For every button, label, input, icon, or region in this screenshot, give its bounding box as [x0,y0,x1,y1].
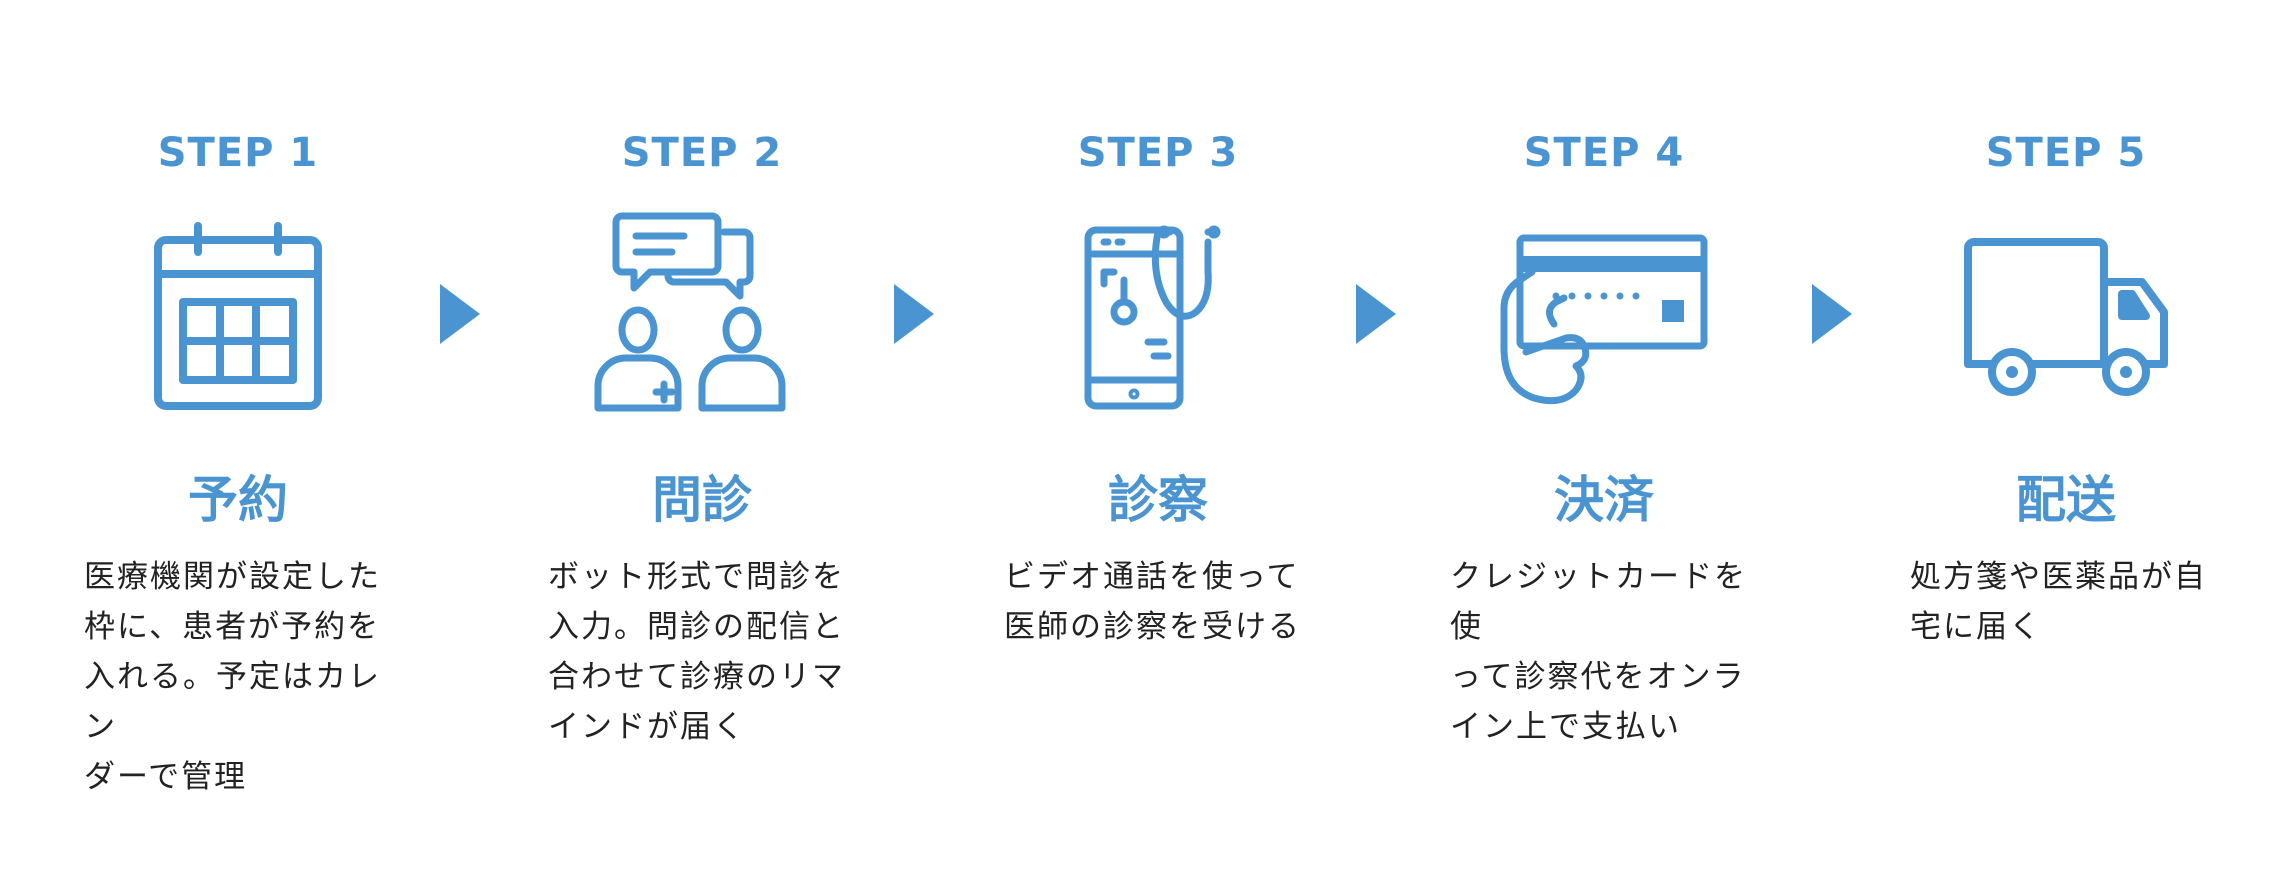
desc-line: 枠に、患者が予約を [84,609,381,645]
desc-line: 合わせて診療のリマ [548,659,845,695]
desc-line: 入れる。予定はカレン [84,659,381,745]
desc-line: イン上で支払い [1450,709,1681,745]
desc-line: ダーで管理 [84,759,248,795]
desc-line: 処方箋や医薬品が自 [1910,559,2207,595]
smartphone-stethoscope-icon [1048,212,1268,412]
step-description: ビデオ通話を使って 医師の診察を受ける [1004,552,1324,652]
step-title: 問診 [652,471,752,529]
arrow-right-icon [438,282,482,346]
desc-line: 宅に届く [1910,609,2042,645]
step-title: 配送 [2016,471,2116,529]
desc-line: インドが届く [548,709,746,745]
step-title: 予約 [188,471,288,529]
arrow-right-icon [892,282,936,346]
calendar-icon [128,212,348,412]
credit-card-hand-icon [1494,212,1714,412]
step-label: STEP 1 [157,130,319,176]
desc-line: 医師の診察を受ける [1004,609,1301,645]
step-title: 診察 [1108,471,1208,529]
desc-line: クレジットカードを使 [1450,559,1747,645]
step-label: STEP 5 [1985,130,2147,176]
step-title: 決済 [1554,471,1654,529]
desc-line: 入力。問診の配信と [548,609,845,645]
step-description: クレジットカードを使 って診察代をオンラ イン上で支払い [1450,552,1770,752]
step-description: 処方箋や医薬品が自 宅に届く [1910,552,2230,652]
step-label: STEP 2 [621,130,783,176]
arrow-right-icon [1810,282,1854,346]
step-description: ボット形式で問診を 入力。問診の配信と 合わせて診療のリマ インドが届く [548,552,868,752]
desc-line: って診察代をオンラ [1450,659,1746,695]
delivery-truck-icon [1956,212,2176,412]
desc-line: 医療機関が設定した [84,559,381,595]
chat-consultation-icon [592,212,812,412]
desc-line: ボット形式で問診を [548,559,845,595]
desc-line: ビデオ通話を使って [1004,559,1300,595]
step-label: STEP 4 [1523,130,1685,176]
step-description: 医療機関が設定した 枠に、患者が予約を 入れる。予定はカレン ダーで管理 [84,552,404,802]
step-label: STEP 3 [1077,130,1239,176]
arrow-right-icon [1354,282,1398,346]
